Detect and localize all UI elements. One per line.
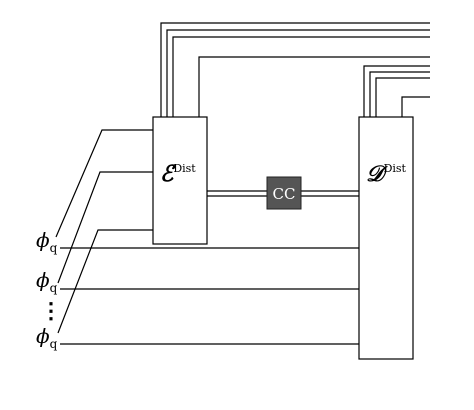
encoder-top-wires — [160, 22, 430, 117]
input-subscript-1: q — [50, 241, 58, 255]
input-label-2: ϕq — [36, 268, 58, 295]
input-label-3: ϕq — [36, 324, 58, 351]
decoder-label: 𝒟Dist — [366, 161, 407, 187]
wire-dtop-2 — [369, 71, 430, 117]
encoder-box — [152, 116, 208, 245]
decoder-box — [358, 116, 414, 360]
input-subscript-2: q — [50, 281, 58, 295]
cc-box — [266, 176, 302, 210]
encoder-superscript: Dist — [173, 162, 196, 175]
wire-dtop-1 — [363, 65, 430, 117]
encoder-label: ℰDist — [160, 161, 196, 187]
classical-channel-wires — [207, 190, 359, 197]
wire-dtop-3 — [375, 77, 430, 117]
input-subscript-3: q — [50, 337, 58, 351]
input-symbol-3: ϕ — [36, 324, 50, 348]
input-label-1: ϕq — [36, 228, 58, 255]
input-wires — [55, 129, 359, 345]
input-wire-3 — [57, 229, 153, 334]
input-ellipsis: ⋮ — [40, 298, 62, 324]
decoder-superscript: Dist — [384, 162, 407, 175]
input-symbol-1: ϕ — [36, 228, 50, 252]
input-symbol-2: ϕ — [36, 268, 50, 292]
wire-dtop-4 — [401, 96, 430, 117]
decoder-top-wires — [363, 65, 430, 117]
decoder-symbol: 𝒟 — [366, 161, 388, 187]
wire-top-2 — [166, 29, 430, 117]
encoder-symbol: ℰ — [160, 161, 176, 187]
cc-label: CC — [273, 185, 296, 203]
input-wire-2 — [57, 171, 153, 284]
input-wire-1 — [55, 129, 153, 238]
wire-top-3 — [172, 36, 430, 117]
wire-top-4 — [198, 56, 430, 117]
wire-top-1 — [160, 22, 430, 117]
